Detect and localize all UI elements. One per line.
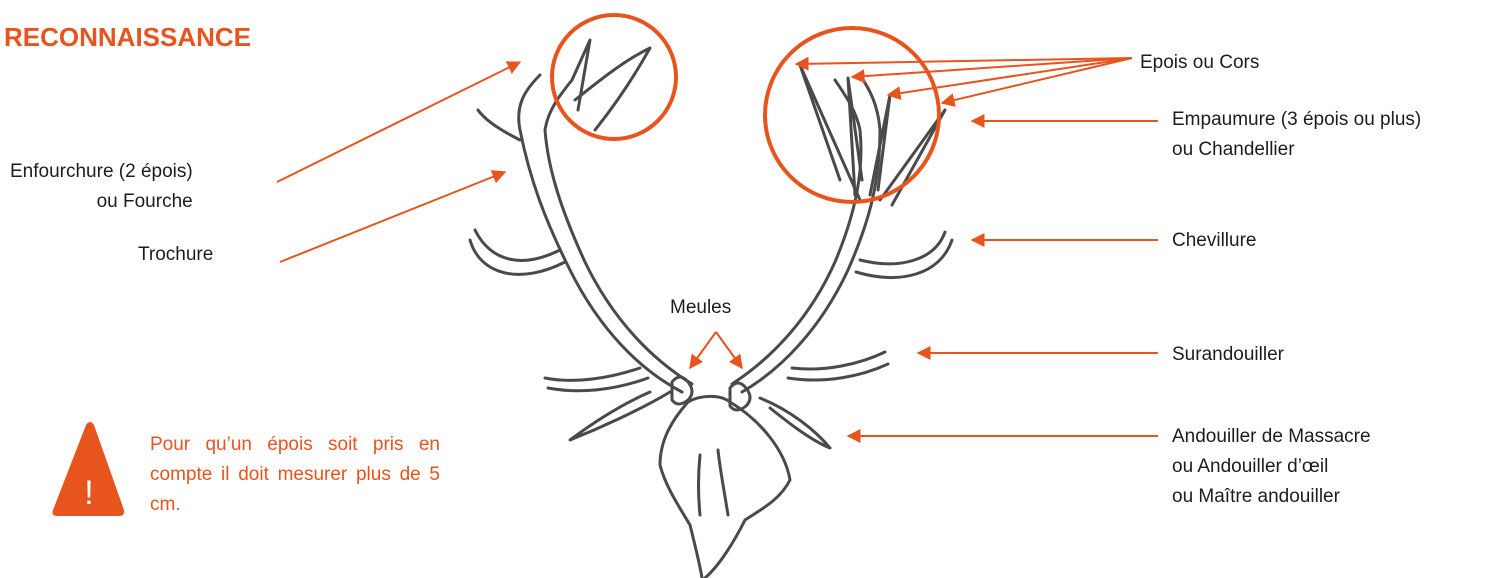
arrow-meules-left (690, 332, 716, 368)
deer-antlers-illustration (470, 40, 952, 578)
arrow-meules-right (716, 332, 742, 368)
warning-triangle-icon: ! (53, 422, 125, 516)
leader-arrows (277, 58, 1158, 436)
arrow-enfourchure (277, 62, 520, 182)
enfourchure-highlight-circle (552, 15, 676, 139)
arrow-trochure (280, 172, 505, 262)
warning-symbol: ! (84, 474, 93, 512)
